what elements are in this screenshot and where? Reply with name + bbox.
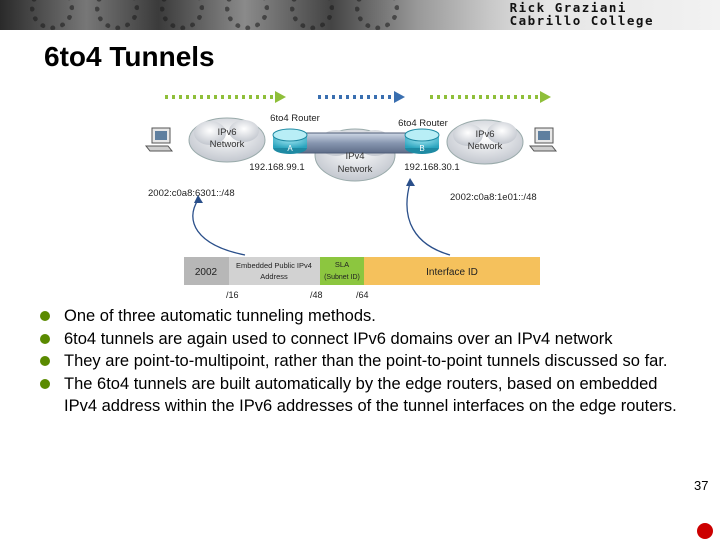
router-b-icon: B bbox=[404, 128, 440, 154]
page-number: 37 bbox=[694, 478, 709, 493]
gear-decoration-icon bbox=[160, 0, 204, 30]
traffic-flow-arrows bbox=[165, 91, 551, 103]
router-b-ip: 192.168.30.1 bbox=[404, 162, 459, 173]
router-a-icon: A bbox=[272, 128, 308, 154]
left-ipv6-cloud: IPv6 Network bbox=[188, 117, 266, 163]
router-a-ip: 192.168.99.1 bbox=[249, 162, 304, 173]
field-embedded-line1: Embedded Public IPv4 bbox=[236, 261, 312, 270]
field-interface-id: Interface ID bbox=[426, 267, 478, 278]
gear-decoration-icon bbox=[95, 0, 139, 30]
bullet-item: The 6to4 tunnels are built automatically… bbox=[40, 373, 680, 418]
corner-logo-dot-icon bbox=[697, 523, 713, 539]
bit-mark-48: /48 bbox=[310, 290, 323, 300]
left-cloud-line2: Network bbox=[210, 139, 245, 150]
router-b-title: 6to4 Router bbox=[398, 118, 448, 129]
field-embedded-line2: Address bbox=[260, 272, 288, 281]
slide-title: 6to4 Tunnels bbox=[44, 41, 215, 72]
gear-decoration-icon bbox=[355, 0, 399, 30]
address-format-bar: 2002 Embedded Public IPv4 Address SLA (S… bbox=[184, 257, 540, 285]
author-name: Rick Graziani bbox=[509, 0, 627, 15]
author-college: Cabrillo College bbox=[509, 13, 654, 28]
bullet-item: One of three automatic tunneling methods… bbox=[40, 305, 680, 328]
center-cloud-line2: Network bbox=[338, 164, 373, 175]
gear-decoration-icon bbox=[225, 0, 269, 30]
field-sla-line1: SLA bbox=[335, 260, 349, 269]
field-sla-line2: (Subnet ID) bbox=[324, 274, 360, 281]
right-host-icon bbox=[528, 127, 558, 152]
field-prefix: 2002 bbox=[195, 267, 218, 278]
bit-mark-64: /64 bbox=[356, 290, 369, 300]
bullet-list: One of three automatic tunneling methods… bbox=[40, 305, 680, 418]
mapping-arrows bbox=[192, 182, 451, 256]
bullet-item: 6to4 tunnels are again used to connect I… bbox=[40, 328, 680, 351]
prefix-b: 2002:c0a8:1e01::/48 bbox=[450, 192, 537, 203]
left-cloud-line1: IPv6 bbox=[217, 127, 236, 138]
right-cloud-line2: Network bbox=[468, 141, 503, 152]
author-credit: Rick Graziani Cabrillo College bbox=[510, 1, 654, 27]
bit-mark-16: /16 bbox=[226, 290, 239, 300]
bullet-item: They are point-to-multipoint, rather tha… bbox=[40, 350, 680, 373]
router-b-letter: B bbox=[419, 144, 424, 153]
router-a-letter: A bbox=[287, 144, 293, 153]
left-host-icon bbox=[144, 127, 174, 152]
6to4-tunnel-diagram: IPv6 Network IPv6 Network IPv4 Network A… bbox=[144, 91, 558, 300]
gear-decoration-icon bbox=[290, 0, 334, 30]
header-banner: Rick Graziani Cabrillo College bbox=[0, 0, 720, 30]
prefix-a: 2002:c0a8:6301::/48 bbox=[148, 188, 235, 199]
router-a-title: 6to4 Router bbox=[270, 113, 320, 124]
right-ipv6-cloud: IPv6 Network bbox=[446, 119, 524, 165]
center-cloud-line1: IPv4 bbox=[345, 151, 364, 162]
right-cloud-line1: IPv6 bbox=[475, 129, 494, 140]
gear-decoration-icon bbox=[30, 0, 74, 30]
